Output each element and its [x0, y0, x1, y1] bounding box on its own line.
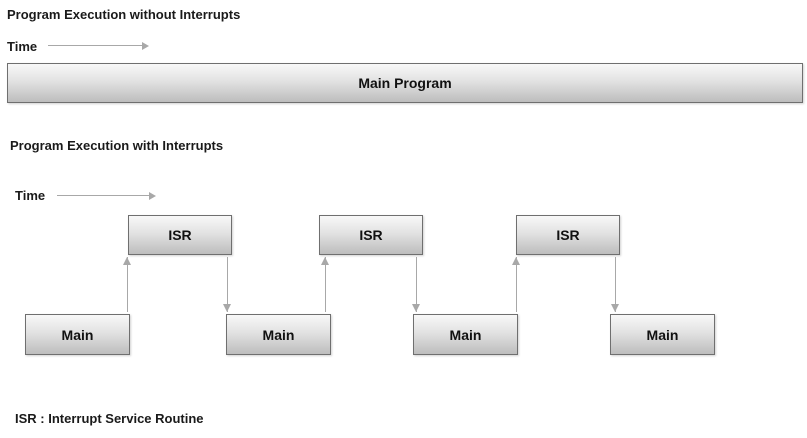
- main-box-1: Main: [25, 314, 130, 355]
- arrow-head-right-icon: [142, 42, 149, 50]
- isr-box-1: ISR: [128, 215, 232, 255]
- arrow-head-up-icon: [123, 257, 131, 265]
- interrupt-entry-arrow-3-icon: [512, 257, 521, 312]
- arrow-head-down-icon: [611, 304, 619, 312]
- section2-title: Program Execution with Interrupts: [10, 138, 224, 153]
- arrow-line: [325, 257, 326, 312]
- main-box-3-label: Main: [449, 326, 482, 343]
- section2-time-arrow-icon: [57, 192, 156, 200]
- main-box-3: Main: [413, 314, 518, 355]
- isr-legend-text: ISR : Interrupt Service Routine: [15, 411, 204, 426]
- arrow-line: [48, 45, 142, 46]
- main-box-1-label: Main: [61, 326, 94, 343]
- main-box-2-label: Main: [262, 326, 295, 343]
- main-box-4: Main: [610, 314, 715, 355]
- main-box-4-label: Main: [646, 326, 679, 343]
- arrow-head-down-icon: [412, 304, 420, 312]
- arrow-head-up-icon: [321, 257, 329, 265]
- interrupt-entry-arrow-2-icon: [321, 257, 330, 312]
- main-program-label: Main Program: [358, 75, 452, 91]
- section1-time-label: Time: [7, 39, 38, 54]
- arrow-head-down-icon: [223, 304, 231, 312]
- interrupt-return-arrow-2-icon: [412, 257, 421, 312]
- arrow-line: [615, 257, 616, 312]
- arrow-line: [227, 257, 228, 312]
- isr-box-2: ISR: [319, 215, 423, 255]
- isr-box-3-label: ISR: [556, 227, 580, 243]
- section2-time-label: Time: [15, 188, 46, 203]
- interrupt-return-arrow-1-icon: [223, 257, 232, 312]
- interrupt-return-arrow-3-icon: [611, 257, 620, 312]
- isr-box-3: ISR: [516, 215, 620, 255]
- main-box-2: Main: [226, 314, 331, 355]
- arrow-line: [516, 257, 517, 312]
- arrow-head-up-icon: [512, 257, 520, 265]
- arrow-line: [57, 195, 149, 196]
- arrow-line: [127, 257, 128, 312]
- arrow-head-right-icon: [149, 192, 156, 200]
- isr-box-2-label: ISR: [359, 227, 383, 243]
- section1-title: Program Execution without Interrupts: [7, 7, 241, 22]
- isr-box-1-label: ISR: [168, 227, 192, 243]
- main-program-box: Main Program: [7, 63, 803, 103]
- interrupt-entry-arrow-1-icon: [123, 257, 132, 312]
- arrow-line: [416, 257, 417, 312]
- section1-time-arrow-icon: [48, 42, 149, 50]
